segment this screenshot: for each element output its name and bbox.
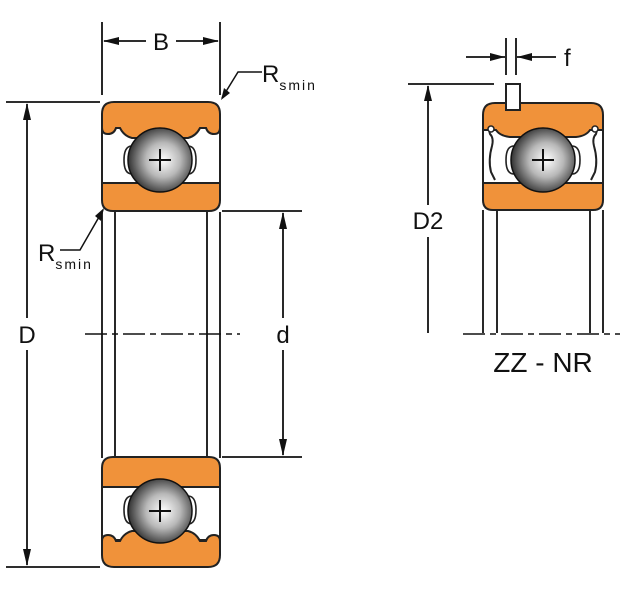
bearing-section-bottom: [101, 456, 221, 568]
label-b: B: [153, 29, 169, 56]
outer-ring-nr: [482, 102, 604, 138]
variant-label: ZZ - NR: [493, 347, 593, 378]
bore-lines-right: [482, 210, 604, 333]
dimension-f: f: [466, 38, 571, 75]
dimension-b: B: [101, 22, 221, 95]
bore-lines: [101, 212, 221, 458]
label-rsmin-left: Rsmin: [38, 240, 93, 272]
dimension-d2: D2: [408, 83, 494, 333]
label-rsmin-top: Rsmin: [262, 61, 317, 93]
radius-label-top: Rsmin: [221, 61, 317, 100]
inner-ring-top: [101, 182, 221, 212]
right-view: f D2: [408, 38, 620, 378]
bearing-section-zz-nr: [482, 83, 604, 211]
label-d-outer: D: [18, 322, 35, 349]
left-view: B Rsmin D d: [6, 22, 317, 568]
dimension-d-bore: d: [222, 210, 302, 458]
outer-ring-top: [101, 101, 221, 139]
inner-ring-nr: [482, 182, 604, 211]
snap-ring: [505, 83, 521, 111]
outer-ring-bottom: [101, 530, 221, 568]
radius-label-left: Rsmin: [38, 208, 104, 272]
label-d2: D2: [413, 208, 444, 235]
label-f: f: [564, 45, 571, 72]
inner-ring-bottom: [101, 456, 221, 488]
bearing-section-top: [101, 101, 221, 212]
dimension-d-outer: D: [6, 101, 100, 568]
label-d-bore: d: [276, 322, 289, 349]
